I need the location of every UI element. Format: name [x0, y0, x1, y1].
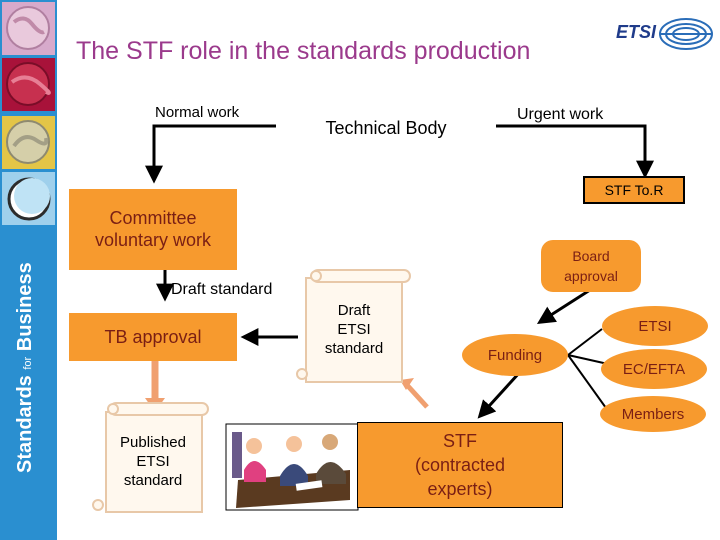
- ecefta-fork-line: [567, 354, 609, 365]
- draft-etsi-scroll: [296, 269, 411, 383]
- etsi-fork-line: [567, 328, 603, 356]
- urgent-work-arrow: [496, 124, 654, 179]
- etsi-logo: ETSI: [614, 14, 714, 54]
- slide-title: The STF role in the standards production: [76, 37, 531, 65]
- funding-to-stf-arrow: [477, 370, 522, 419]
- members-fork-line: [567, 354, 607, 409]
- stf-contracted-experts-box: STF (contracted experts): [357, 422, 563, 508]
- stf-tor-box: STF To.R: [583, 176, 685, 204]
- globe-tile-red: [2, 58, 55, 111]
- technical-body-box: Technical Body: [276, 106, 496, 150]
- sidebar-band: Standards for Business: [0, 0, 57, 540]
- tb-approval-box: TB approval: [69, 313, 237, 361]
- svg-text:ETSI: ETSI: [616, 22, 657, 42]
- urgent-work-label: Urgent work: [517, 106, 604, 123]
- stf-to-draft-arrow: [405, 383, 429, 409]
- normal-work-arrow: [145, 124, 276, 184]
- draft-standard-label: Draft standard: [171, 281, 273, 298]
- committee-box: Committee voluntary work: [69, 189, 237, 270]
- board-approval-box: Board approval: [541, 240, 641, 292]
- globe-tile-yellow: [2, 116, 55, 169]
- ec-efta-ellipse: EC/EFTA: [601, 349, 707, 389]
- globe-tile-blue: [2, 172, 55, 225]
- board-to-funding-arrow: [536, 288, 591, 324]
- meeting-clipart: [225, 423, 359, 511]
- normal-work-label: Normal work: [155, 104, 240, 121]
- globe-tile-pink: [2, 2, 55, 55]
- published-etsi-scroll: [92, 402, 209, 513]
- draft-etsi-standard-text: Draft ETSI standard: [324, 301, 384, 357]
- published-etsi-standard-text: Published ETSI standard: [120, 433, 186, 489]
- funding-ellipse: Funding: [462, 334, 568, 376]
- members-ellipse: Members: [600, 396, 706, 432]
- etsi-funding-ellipse: ETSI: [602, 306, 708, 346]
